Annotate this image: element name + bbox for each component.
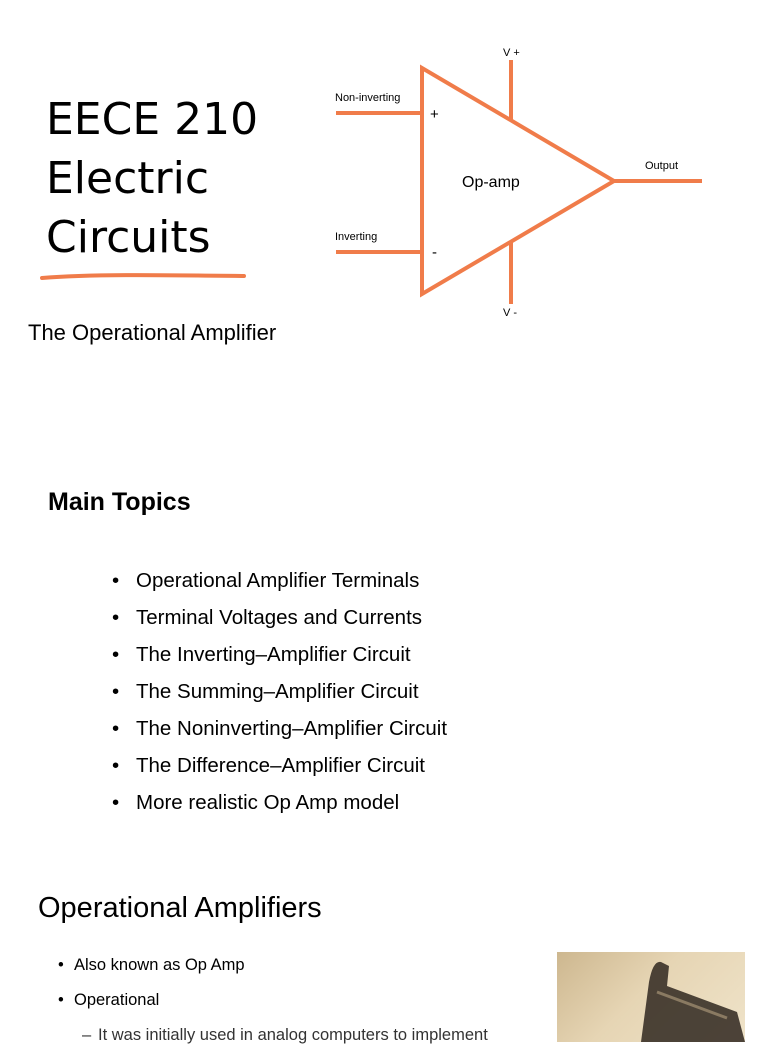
topics-list: Operational Amplifier Terminals Terminal… (112, 562, 447, 821)
topics-slide: Main Topics Operational Amplifier Termin… (0, 460, 768, 860)
op-amps-bullets: Also known as Op Amp Operational It was … (58, 948, 488, 1053)
op-amps-heading: Operational Amplifiers (38, 892, 322, 924)
list-item: Operational Amplifier Terminals (112, 562, 447, 599)
op-amp-label: Op-amp (462, 174, 520, 191)
list-item: The Inverting–Amplifier Circuit (112, 636, 447, 673)
sub-list-item: It was initially used in analog computer… (58, 1018, 488, 1053)
minus-sign: - (432, 244, 437, 261)
list-item: The Summing–Amplifier Circuit (112, 673, 447, 710)
slide-subtitle: The Operational Amplifier (28, 320, 277, 345)
title-line-1: EECE 210 (46, 94, 259, 145)
op-amps-slide: Operational Amplifiers Also known as Op … (0, 880, 768, 1044)
title-line-2: Electric (46, 153, 210, 204)
chip-photo-icon (641, 961, 745, 1042)
list-item: Also known as Op Amp (58, 948, 488, 983)
title-line-3: Circuits (46, 212, 211, 263)
list-item: Operational (58, 983, 488, 1018)
list-item: The Noninverting–Amplifier Circuit (112, 710, 447, 747)
output-label: Output (645, 160, 678, 172)
list-item: More realistic Op Amp model (112, 784, 447, 821)
title-slide: EECE 210 Electric Circuits The Operation… (0, 0, 768, 420)
vminus-label: V - (503, 307, 517, 319)
list-item: Terminal Voltages and Currents (112, 599, 447, 636)
op-amp-diagram: Non-inverting Inverting Output V + V - +… (335, 47, 702, 319)
inverting-label: Inverting (335, 231, 377, 243)
title-underline (40, 273, 246, 280)
op-amp-triangle (420, 64, 618, 298)
topics-heading: Main Topics (48, 488, 191, 516)
course-title: EECE 210 Electric Circuits (46, 90, 258, 267)
noninverting-label: Non-inverting (335, 92, 400, 104)
op-amp-chip-photo (557, 952, 745, 1042)
plus-sign: + (430, 106, 439, 123)
vplus-label: V + (503, 47, 520, 59)
list-item: The Difference–Amplifier Circuit (112, 747, 447, 784)
